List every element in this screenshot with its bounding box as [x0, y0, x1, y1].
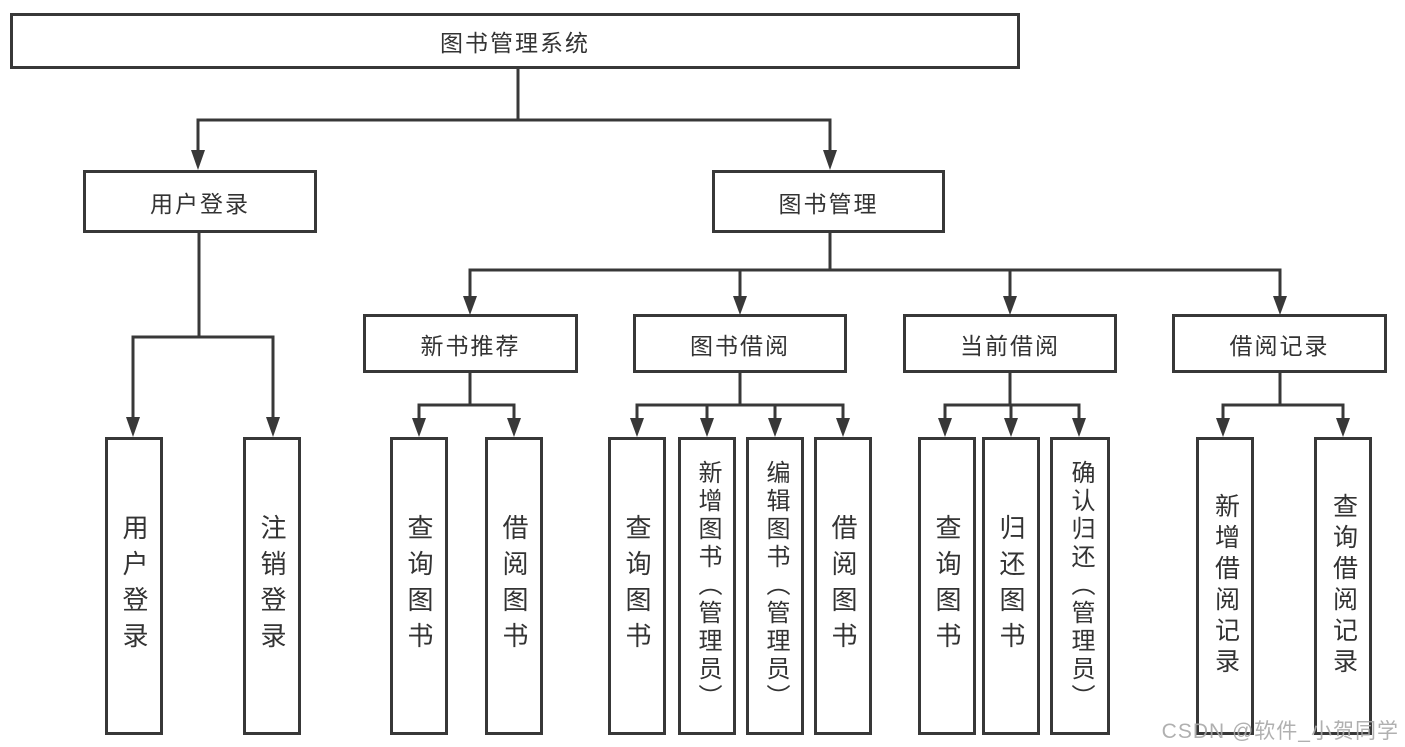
arrowhead-icon: [733, 296, 747, 315]
node-new-book-recommend-label: 新书推荐: [420, 332, 521, 359]
arrowhead-icon: [126, 417, 140, 437]
leaf-cb-return-books: 归还图书: [982, 437, 1040, 735]
arrowhead-icon: [700, 418, 714, 437]
leaf-br-add-record: 新增借阅记录: [1196, 437, 1254, 735]
leaf-cb-return-books-label: 归还图书: [996, 514, 1026, 658]
arrowhead-icon: [412, 418, 426, 437]
edge-records-split: [1221, 403, 1345, 420]
node-root-label: 图书管理系统: [440, 30, 590, 56]
leaf-br-query-record: 查询借阅记录: [1314, 437, 1372, 735]
leaf-cb-query-books-label: 查询图书: [932, 514, 962, 658]
arrowhead-icon: [630, 418, 644, 437]
leaf-bb-borrow-books: 借阅图书: [814, 437, 872, 735]
leaf-bb-edit-books-admin-label: 编辑图书（管理员）: [762, 460, 789, 712]
arrowhead-icon: [1216, 418, 1230, 437]
leaf-cb-confirm-return-admin: 确认归还（管理员）: [1050, 437, 1110, 735]
arrowhead-icon: [463, 296, 477, 315]
node-root: 图书管理系统: [10, 13, 1020, 69]
leaf-rec-borrow-books: 借阅图书: [485, 437, 543, 735]
arrowhead-icon: [1072, 418, 1086, 437]
node-book-management-label: 图书管理: [778, 190, 879, 217]
arrowhead-icon: [836, 418, 850, 437]
edge-borrow-split: [635, 403, 845, 420]
leaf-rec-query-books: 查询图书: [390, 437, 448, 735]
leaf-br-add-record-label: 新增借阅记录: [1211, 493, 1240, 679]
arrowhead-icon: [266, 417, 280, 437]
node-current-borrowing: 当前借阅: [903, 314, 1117, 373]
node-book-borrowing: 图书借阅: [633, 314, 847, 373]
leaf-bb-borrow-books-label: 借阅图书: [828, 514, 858, 658]
edge-bookmgmt-split: [468, 268, 1282, 298]
node-borrowing-records: 借阅记录: [1172, 314, 1387, 373]
node-book-management: 图书管理: [712, 170, 945, 233]
arrowhead-icon: [507, 418, 521, 437]
arrowhead-icon: [1336, 418, 1350, 437]
leaf-user-login: 用户登录: [105, 437, 163, 735]
arrowhead-icon: [191, 150, 205, 170]
leaf-logout-label: 注销登录: [257, 514, 287, 658]
leaf-cb-query-books: 查询图书: [918, 437, 976, 735]
arrowhead-icon: [1003, 296, 1017, 315]
leaf-bb-edit-books-admin: 编辑图书（管理员）: [746, 437, 804, 735]
leaf-user-login-label: 用户登录: [119, 514, 149, 658]
edge-userlogin-split: [131, 335, 275, 419]
watermark: CSDN @软件_小贺同学: [1161, 720, 1399, 743]
leaf-br-query-record-label: 查询借阅记录: [1329, 493, 1358, 679]
edge-root-split: [196, 118, 832, 152]
node-user-login-label: 用户登录: [150, 190, 250, 217]
edge-newrec-split: [417, 403, 516, 420]
leaf-rec-query-books-label: 查询图书: [404, 514, 434, 658]
arrowhead-icon: [1273, 296, 1287, 315]
arrowhead-icon: [768, 418, 782, 437]
leaf-cb-confirm-return-admin-label: 确认归还（管理员）: [1067, 460, 1094, 712]
arrowhead-icon: [938, 418, 952, 437]
node-borrowing-records-label: 借阅记录: [1229, 332, 1330, 359]
leaf-bb-add-books-admin-label: 新增图书（管理员）: [694, 460, 721, 712]
node-new-book-recommend: 新书推荐: [363, 314, 578, 373]
leaf-bb-query-books: 查询图书: [608, 437, 666, 735]
leaf-bb-add-books-admin: 新增图书（管理员）: [678, 437, 736, 735]
arrowhead-icon: [1004, 418, 1018, 437]
leaf-logout: 注销登录: [243, 437, 301, 735]
node-current-borrowing-label: 当前借阅: [960, 332, 1060, 359]
leaf-rec-borrow-books-label: 借阅图书: [499, 514, 529, 658]
node-user-login: 用户登录: [83, 170, 317, 233]
arrowhead-icon: [823, 150, 837, 170]
leaf-bb-query-books-label: 查询图书: [622, 514, 652, 658]
node-book-borrowing-label: 图书借阅: [690, 332, 790, 359]
